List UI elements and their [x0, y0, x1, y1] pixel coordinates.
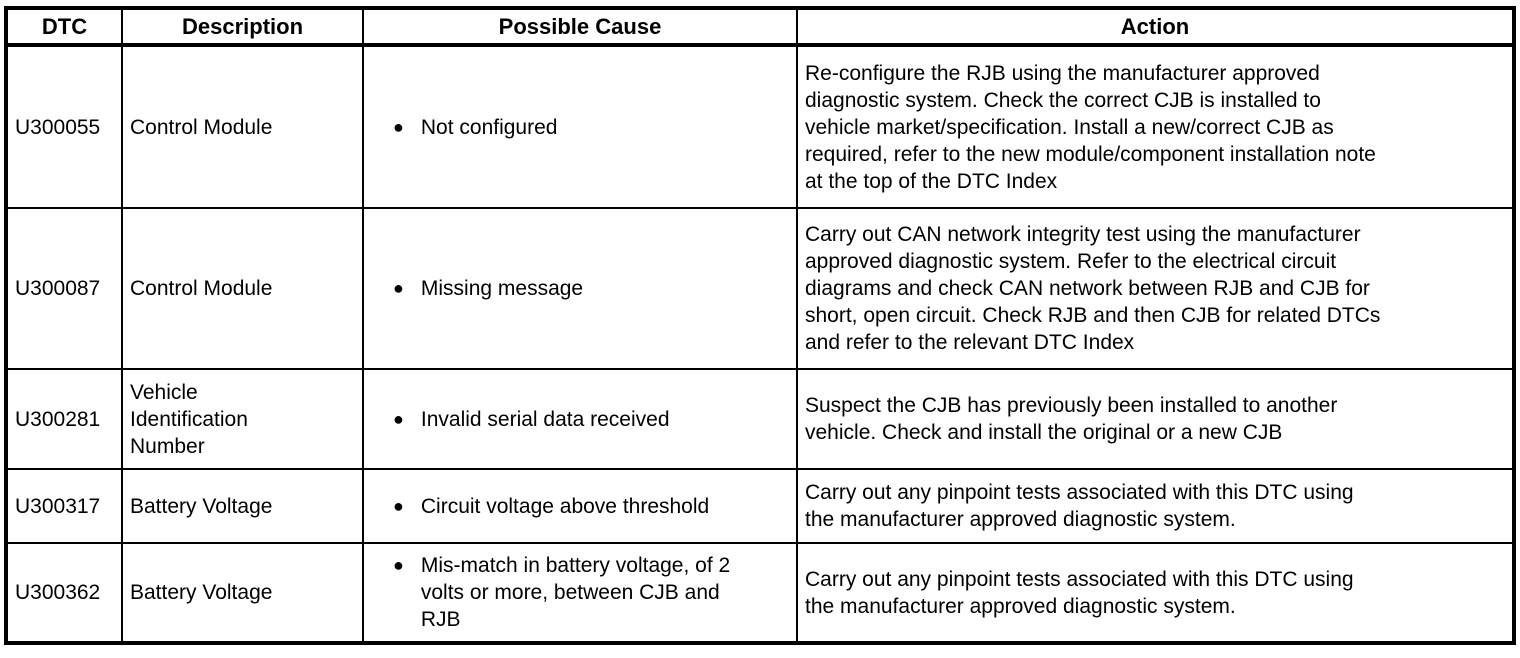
action-cell: Carry out CAN network integrity test usi…	[796, 207, 1515, 370]
bullet-icon: ●	[393, 408, 404, 429]
cause-text: Circuit voltage above threshold	[420, 494, 710, 518]
description-cell: Vehicle Identification Number	[121, 368, 364, 470]
description-cell: Battery Voltage	[121, 542, 364, 644]
action-cell: Carry out any pinpoint tests associated …	[796, 542, 1515, 644]
dtc-code: U300055	[15, 115, 101, 139]
action-text: Suspect the CJB has previously been inst…	[805, 394, 1338, 444]
dtc-code: U300362	[15, 581, 101, 604]
header-row: DTC Description Possible Cause Action	[5, 7, 1515, 47]
cause-list-item: ● Circuit voltage above threshold	[371, 493, 789, 520]
table-row: U300317 Battery Voltage ● Circuit voltag…	[5, 468, 1515, 544]
dtc-cell: U300281	[5, 368, 123, 470]
dtc-cell: U300087	[5, 207, 123, 370]
cause-list-item: ● Missing message	[371, 275, 789, 302]
col-header-action: Action	[796, 7, 1515, 47]
action-cell: Suspect the CJB has previously been inst…	[796, 368, 1515, 470]
table-row: U300055 Control Module ● Not configured …	[5, 44, 1515, 209]
cause-list-item: ● Mis-match in battery voltage, of 2 vol…	[371, 552, 789, 633]
dtc-cell: U300055	[5, 44, 123, 209]
bullet-icon: ●	[393, 278, 404, 298]
possible-cause-cell: ● Mis-match in battery voltage, of 2 vol…	[362, 542, 798, 644]
bullet-icon: ●	[393, 555, 404, 575]
table-row: U300362 Battery Voltage ● Mis-match in b…	[5, 542, 1515, 644]
description-cell: Control Module	[121, 44, 364, 209]
col-header-description: Description	[121, 7, 364, 47]
action-cell: Carry out any pinpoint tests associated …	[796, 468, 1515, 544]
table-row: U300281 Vehicle Identification Number ● …	[5, 368, 1515, 470]
description-text: Control Module	[130, 115, 273, 139]
cause-list-item: ● Not configured	[371, 114, 789, 141]
bullet-icon: ●	[393, 495, 404, 516]
possible-cause-cell: ● Missing message	[362, 207, 798, 370]
possible-cause-cell: ● Invalid serial data received	[362, 368, 798, 470]
possible-cause-cell: ● Circuit voltage above threshold	[362, 468, 798, 544]
dtc-cell: U300317	[5, 468, 123, 544]
cause-text: Invalid serial data received	[420, 407, 670, 431]
description-text: Battery Voltage	[130, 494, 273, 518]
action-text: Carry out any pinpoint tests associated …	[805, 481, 1354, 531]
description-cell: Control Module	[121, 207, 364, 370]
action-text: Carry out any pinpoint tests associated …	[805, 567, 1354, 618]
description-text: Control Module	[130, 277, 273, 300]
dtc-code: U300281	[15, 407, 101, 431]
description-text: Battery Voltage	[130, 581, 273, 604]
col-header-dtc: DTC	[5, 7, 123, 47]
col-header-possible-cause: Possible Cause	[362, 7, 798, 47]
cause-text: Mis-match in battery voltage, of 2 volts…	[420, 554, 731, 631]
dtc-code: U300317	[15, 494, 101, 518]
action-cell: Re-configure the RJB using the manufactu…	[796, 44, 1515, 209]
action-text: Re-configure the RJB using the manufactu…	[805, 61, 1376, 193]
table-row: U300087 Control Module ● Missing message…	[5, 207, 1515, 370]
possible-cause-cell: ● Not configured	[362, 44, 798, 209]
action-text: Carry out CAN network integrity test usi…	[805, 223, 1381, 354]
bullet-icon: ●	[393, 116, 404, 137]
dtc-table: DTC Description Possible Cause Action U3…	[4, 6, 1516, 645]
cause-text: Missing message	[420, 277, 584, 300]
description-cell: Battery Voltage	[121, 468, 364, 544]
cause-list-item: ● Invalid serial data received	[371, 406, 789, 433]
cause-text: Not configured	[420, 115, 558, 139]
description-text: Vehicle Identification Number	[130, 380, 248, 458]
dtc-code: U300087	[15, 277, 101, 300]
dtc-cell: U300362	[5, 542, 123, 644]
